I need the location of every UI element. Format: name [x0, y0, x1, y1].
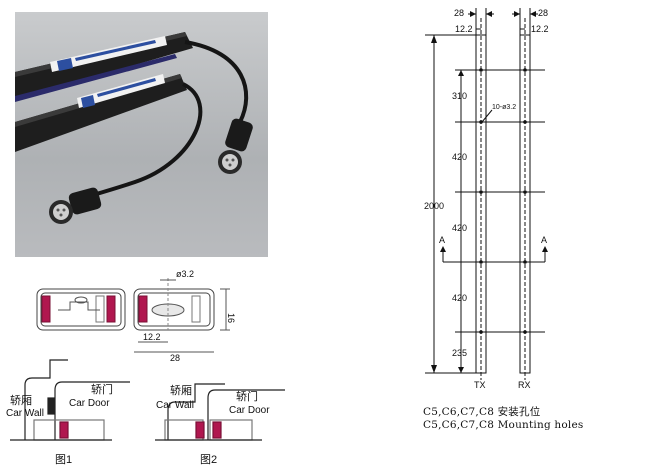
car-door-label-en-2: Car Door	[229, 405, 270, 416]
dim-offset-right: 12.2	[531, 24, 549, 34]
car-door-label-cn-1: 轿门	[91, 384, 113, 396]
section-label-left: A	[439, 235, 445, 245]
dimension-arrows	[431, 11, 548, 373]
rx-label: RX	[518, 380, 531, 390]
mounting-drawing	[425, 8, 546, 380]
profile-section-1	[36, 288, 126, 331]
dim-segment-4: 420	[452, 293, 467, 303]
hole-callout: 10-ø3.2	[492, 104, 516, 111]
car-wall-label-cn-2: 轿厢	[170, 385, 192, 397]
dim-total-height: 2000	[424, 201, 444, 211]
car-wall-label-cn-1: 轿厢	[10, 395, 32, 407]
dim-width-right: 28	[538, 8, 548, 18]
sensor-bar-lower	[15, 74, 187, 152]
cable-upper	[184, 40, 249, 123]
profile-dim-height: 16	[226, 313, 236, 323]
car-door-label-cn-2: 轿门	[236, 391, 258, 403]
profile-section-2	[133, 278, 230, 353]
dim-width-left: 28	[454, 8, 464, 18]
caption-en: C5,C6,C7,C8 Mounting holes	[423, 419, 584, 431]
fig2-label: 图2	[200, 454, 218, 466]
dim-segment-3: 420	[452, 223, 467, 233]
fig1-label: 图1	[55, 454, 73, 466]
car-door-label-en-1: Car Door	[69, 398, 110, 409]
profile-dim-width: 28	[170, 353, 180, 363]
product-photo	[15, 12, 268, 257]
car-wall-label-en-2: Car Wall	[156, 400, 194, 411]
connector-left	[49, 187, 102, 224]
tx-label: TX	[474, 380, 486, 390]
profile-dim-hole: ø3.2	[176, 269, 194, 279]
dim-segment-5: 235	[452, 348, 467, 358]
dim-segment-1: 310	[452, 91, 467, 101]
install-fig1	[10, 359, 130, 441]
sensor-bar-upper	[15, 32, 193, 102]
install-fig2	[155, 383, 285, 441]
mounting-holes	[479, 68, 527, 334]
connector-right	[218, 118, 253, 174]
profile-dim-offset: 12.2	[143, 332, 161, 342]
dim-segment-2: 420	[452, 152, 467, 162]
car-wall-label-en-1: Car Wall	[6, 408, 44, 419]
section-label-right: A	[541, 235, 547, 245]
sensor-illustration	[15, 32, 253, 224]
dim-offset-left: 12.2	[455, 24, 473, 34]
caption-cn: C5,C6,C7,C8 安装孔位	[423, 406, 541, 418]
